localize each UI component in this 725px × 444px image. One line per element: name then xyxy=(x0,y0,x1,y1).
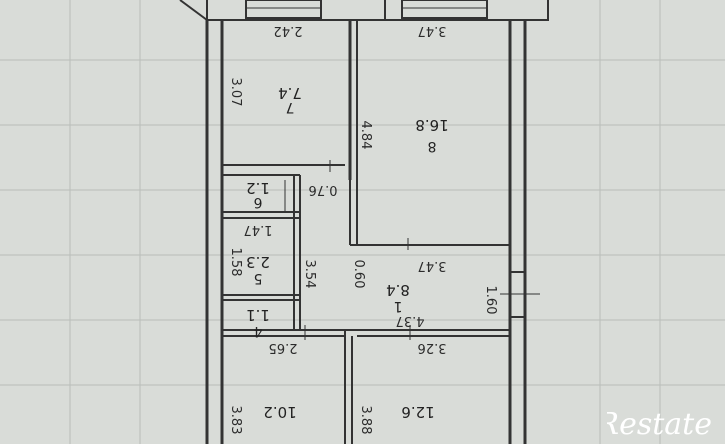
room-3: 10.2 3 2.65 3.83 xyxy=(228,340,297,444)
room-6-dim-side: 0.76 xyxy=(309,182,338,197)
interior-walls xyxy=(222,20,540,444)
room-4: 4 1.1 xyxy=(246,306,270,339)
room-1: 1 8.4 3.54 0.60 4.37 1.60 xyxy=(302,260,498,328)
room-7-dim-side: 3.07 xyxy=(228,78,243,107)
room-5-dim-side: 1.58 xyxy=(228,248,243,277)
restate-watermark-logo: Restate xyxy=(607,407,712,442)
room-6-number: 6 xyxy=(253,194,262,210)
room-1-number: 1 xyxy=(394,298,403,314)
room-8: 8 16.8 3.47 4.84 3.47 xyxy=(358,23,449,273)
room-1-dim-left: 3.54 xyxy=(302,260,317,289)
room-2: 12.6 2 3.26 3.88 xyxy=(358,340,446,444)
room-5-number: 5 xyxy=(254,270,263,286)
room-3-area: 10.2 xyxy=(263,403,296,421)
room-1-dim-bottom: 4.37 xyxy=(396,313,425,328)
room-2-number: 2 xyxy=(418,442,427,444)
room-3-dim-top: 2.65 xyxy=(269,340,298,355)
room-5-area: 2.3 xyxy=(246,253,270,271)
room-3-number: 3 xyxy=(279,442,288,444)
room-1-dim-right: 1.60 xyxy=(483,286,498,315)
room-5-dim-top: 1.47 xyxy=(244,222,273,237)
room-3-dim-side: 3.83 xyxy=(228,406,243,435)
room-8-area: 16.8 xyxy=(415,116,448,134)
room-8-dim-side: 4.84 xyxy=(358,121,373,150)
watermark-text: Restate xyxy=(607,407,712,442)
room-7: 7 7.4 2.42 3.07 xyxy=(228,23,302,115)
room-2-area: 12.6 xyxy=(401,403,434,421)
room-2-dim-side: 3.88 xyxy=(358,406,373,435)
room-1-dim-small: 0.60 xyxy=(351,260,366,289)
room-4-area: 1.1 xyxy=(246,306,270,324)
room-8-number: 8 xyxy=(428,138,437,154)
room-7-dim-top: 2.42 xyxy=(274,23,303,38)
room-7-area: 7.4 xyxy=(278,84,302,102)
room-6-area: 1.2 xyxy=(246,179,270,197)
outer-walls xyxy=(179,0,549,444)
room-8-dim-bottom: 3.47 xyxy=(418,258,447,273)
room-1-area: 8.4 xyxy=(386,281,410,299)
room-4-number: 4 xyxy=(253,323,262,339)
room-7-number: 7 xyxy=(286,99,295,115)
room-2-dim-top: 3.26 xyxy=(418,340,447,355)
room-6: 6 1.2 0.76 xyxy=(246,179,337,210)
room-8-dim-top: 3.47 xyxy=(418,23,447,38)
room-5: 5 2.3 1.47 1.58 xyxy=(228,222,272,286)
